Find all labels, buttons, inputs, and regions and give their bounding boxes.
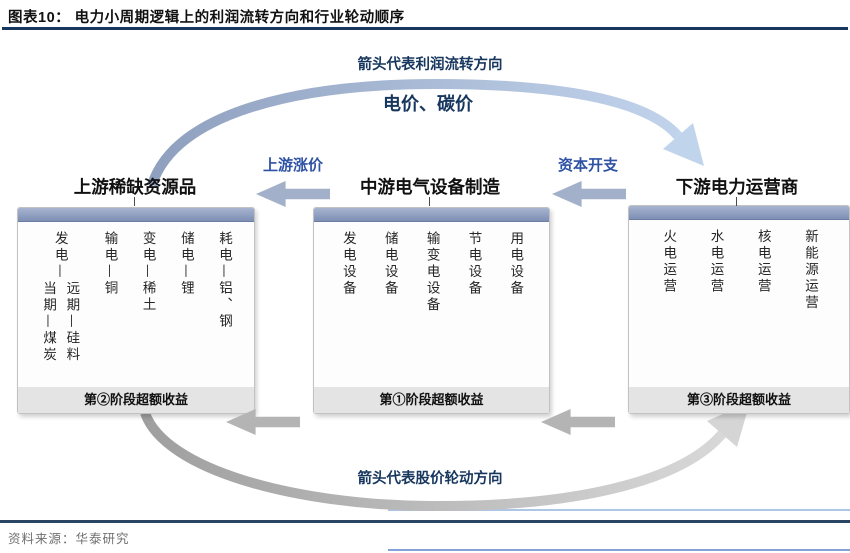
stock-rotation-arc [140, 402, 750, 512]
downstream-box-bar [629, 206, 849, 220]
upstream-column: 变电—稀土 [139, 231, 156, 314]
generation-forward-label: 远期—硅料 [63, 280, 80, 364]
downstream-column: 新能源运营 [801, 229, 818, 312]
midstream-stage-badge: 第①阶段超额收益 [314, 387, 549, 413]
downstream-box-body: 火电运营 水电运营 核电运营 新能源运营 [629, 220, 849, 386]
mid-to-upstream-arrow-icon [256, 181, 330, 207]
downstream-title-tick [736, 197, 737, 206]
upstream-box: 发电— 当期—煤炭 远期—硅料 输电—铜 变电—稀土 储电—锂 耗电—铝、钢 第… [17, 207, 255, 414]
generation-root-label: 发电— [51, 231, 68, 281]
downstream-column: 核电运营 [754, 229, 771, 295]
midstream-column: 节电设备 [465, 231, 482, 297]
upstream-price-up-label: 上游涨价 [262, 157, 324, 174]
upstream-title-tick [134, 197, 135, 206]
upstream-box-bar [18, 208, 254, 222]
footer-divider [0, 520, 850, 523]
downstream-box-title: 下游电力运营商 [675, 177, 799, 197]
midstream-title-tick [429, 197, 430, 206]
stock-rotation-direction-label: 箭头代表股价轮动方向 [357, 471, 503, 487]
generation-current-label: 当期—煤炭 [40, 280, 57, 364]
midstream-box-body: 发电设备 储电设备 输变电设备 节电设备 用电设备 [314, 222, 549, 386]
upstream-column: 储电—锂 [177, 231, 194, 297]
rotation-down-to-midstream-arrow-icon [541, 409, 615, 435]
upstream-column: 输电—铜 [101, 231, 118, 297]
midstream-box: 发电设备 储电设备 输变电设备 节电设备 用电设备 第①阶段超额收益 [313, 207, 550, 414]
figure-title: 图表10： 电力小周期逻辑上的利润流转方向和行业轮动顺序 [8, 10, 405, 26]
page-bottom-line [388, 549, 850, 551]
midstream-column: 用电设备 [507, 231, 524, 297]
profit-arc-arrowhead-icon [663, 123, 704, 166]
upstream-stage-badge: 第②阶段超额收益 [18, 387, 254, 413]
midstream-column: 储电设备 [381, 231, 398, 297]
upstream-box-body: 发电— 当期—煤炭 远期—硅料 输电—铜 变电—稀土 储电—锂 耗电—铝、钢 [18, 222, 254, 386]
downstream-box: 火电运营 水电运营 核电运营 新能源运营 第③阶段超额收益 [628, 205, 850, 414]
upstream-column: 耗电—铝、钢 [215, 231, 232, 330]
upstream-box-title: 上游稀缺资源品 [73, 177, 197, 197]
electricity-carbon-price-label: 电价、碳价 [383, 94, 473, 114]
downstream-column: 火电运营 [660, 229, 677, 295]
midstream-box-title: 中游电气设备制造 [360, 177, 500, 197]
generation-branch: 发电— 当期—煤炭 远期—硅料 [40, 231, 79, 363]
down-to-midstream-arrow-icon [552, 181, 626, 207]
profit-flow-direction-label: 箭头代表利润流转方向 [357, 57, 503, 73]
source-note: 资料来源：华泰研究 [8, 531, 130, 546]
midstream-column: 输变电设备 [423, 231, 440, 314]
page-hairline [388, 509, 850, 511]
downstream-column: 水电运营 [707, 229, 724, 295]
midstream-column: 发电设备 [339, 231, 356, 297]
title-divider [2, 27, 848, 30]
capex-label: 资本开支 [557, 157, 619, 174]
downstream-stage-badge: 第③阶段超额收益 [629, 387, 849, 413]
midstream-box-bar [314, 208, 549, 222]
